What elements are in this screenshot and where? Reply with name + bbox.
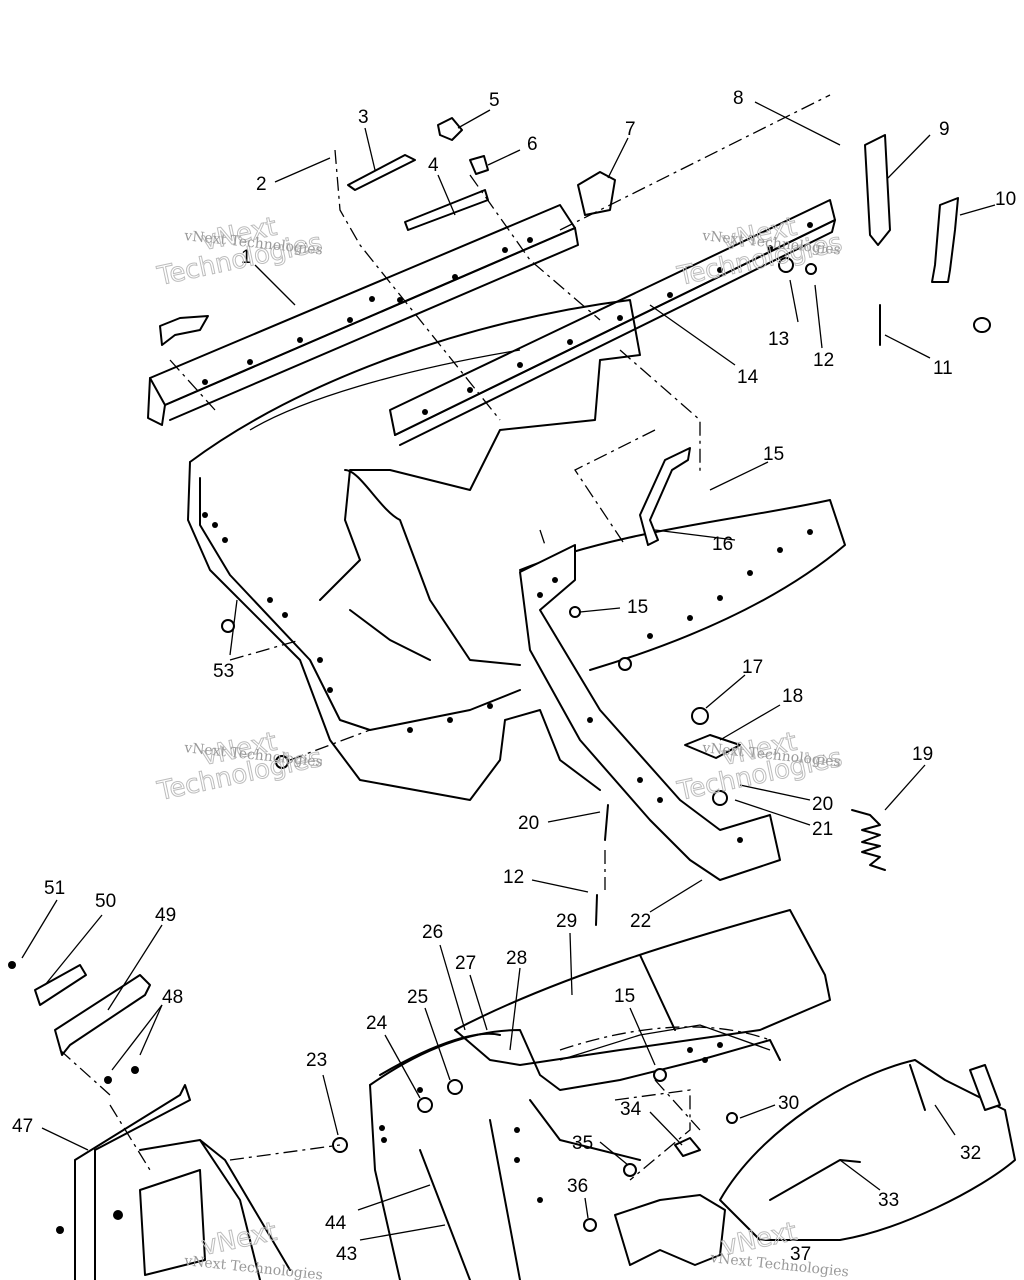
label-part-50: 50: [95, 891, 116, 912]
label-part-18: 18: [782, 686, 803, 707]
center-channel: [519, 544, 781, 881]
label-part-15: 15: [614, 986, 635, 1007]
label-part-53: 53: [213, 661, 234, 682]
label-part-5: 5: [489, 90, 500, 111]
label-part-23: 23: [306, 1050, 327, 1071]
label-part-34: 34: [620, 1099, 642, 1120]
label-part-51: 51: [44, 878, 65, 899]
label-part-21: 21: [812, 819, 833, 840]
label-part-8: 8: [733, 88, 744, 109]
label-part-43: 43: [336, 1244, 357, 1265]
upper-frame-assembly: [147, 94, 991, 926]
label-part-20: 20: [812, 794, 833, 815]
label-part-32: 32: [960, 1143, 981, 1164]
frame-part-47: [74, 1084, 191, 1280]
fasteners-lower: [332, 1068, 738, 1232]
label-part-33: 33: [878, 1190, 899, 1211]
label-part-4: 4: [428, 155, 439, 176]
fasteners-upper: [221, 117, 881, 926]
label-part-44: 44: [325, 1213, 347, 1234]
side-shroud: [519, 499, 846, 671]
label-part-29: 29: [556, 911, 577, 932]
label-part-19: 19: [912, 744, 933, 765]
watermark-line-5: vNext Technologies: [183, 1253, 324, 1280]
label-part-14: 14: [737, 367, 759, 388]
spring-part-19: [851, 809, 886, 871]
label-part-20: 20: [518, 813, 539, 834]
label-part-16: 16: [712, 534, 733, 555]
centerlines: [169, 94, 831, 890]
part-labels: 1 2 3 4 5 6 7 8 9 10 11 12 13 14 15 16 1…: [12, 88, 1016, 1265]
label-part-9: 9: [939, 119, 950, 140]
label-part-24: 24: [366, 1013, 388, 1034]
plate-part-50: [34, 964, 87, 1006]
label-part-6: 6: [527, 134, 538, 155]
label-part-12: 12: [813, 350, 834, 371]
label-part-13: 13: [768, 329, 789, 350]
label-part-3: 3: [358, 107, 369, 128]
latch-part-10: [931, 197, 959, 283]
label-part-36: 36: [567, 1176, 588, 1197]
plate-part-9: [864, 134, 891, 246]
bracket-part-49: [54, 974, 151, 1056]
cover-part-29: [454, 909, 831, 1066]
clip-part-18: [684, 734, 741, 759]
label-part-26: 26: [422, 922, 443, 943]
label-part-10: 10: [995, 189, 1016, 210]
label-part-27: 27: [455, 953, 476, 974]
label-part-37: 37: [790, 1244, 811, 1265]
label-part-7: 7: [625, 119, 636, 140]
label-part-12: 12: [503, 867, 524, 888]
label-part-47: 47: [12, 1116, 33, 1137]
label-part-22: 22: [630, 911, 651, 932]
label-part-49: 49: [155, 905, 176, 926]
label-part-30: 30: [778, 1093, 799, 1114]
label-part-1: 1: [241, 247, 252, 268]
label-part-15: 15: [627, 597, 648, 618]
lower-body-assembly: [8, 909, 1016, 1280]
label-part-28: 28: [506, 948, 527, 969]
label-part-2: 2: [256, 174, 267, 195]
bracket-part-16: [639, 447, 691, 546]
watermark-line-6: vNext Technologies: [709, 1250, 850, 1280]
shield-part-32: [719, 1059, 1016, 1241]
label-part-11: 11: [933, 358, 953, 379]
label-part-17: 17: [742, 657, 763, 678]
label-part-25: 25: [407, 987, 428, 1008]
label-part-35: 35: [572, 1133, 593, 1154]
label-part-48: 48: [162, 987, 183, 1008]
leader-lines: [21, 101, 996, 1241]
body-shell: [189, 299, 641, 601]
label-part-15: 15: [763, 444, 784, 465]
hinge-bracket: [614, 1194, 726, 1266]
